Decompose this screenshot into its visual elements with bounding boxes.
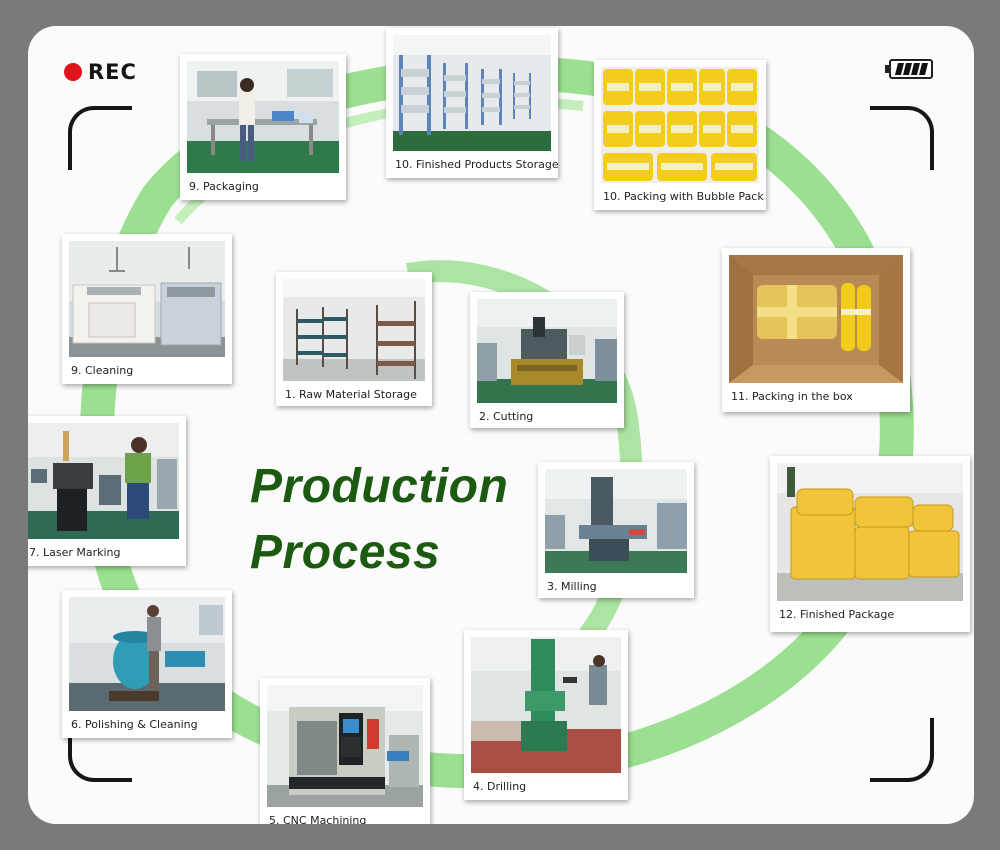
laser-photo [28, 423, 179, 539]
page-title: Production Process [250, 454, 508, 586]
frame: REC Production Process 9. P [28, 26, 974, 824]
photo-card-packaging: 9. Packaging [180, 54, 346, 200]
caption-bubble-pack: 10. Packing with Bubble Pack [603, 190, 764, 203]
caption-storage: 10. Finished Products Storage [395, 158, 559, 171]
storage-photo [393, 35, 551, 151]
rec-label: REC [88, 60, 137, 84]
cleaning-photo [69, 241, 225, 357]
title-line-2: Process [250, 526, 441, 579]
caption-box: 11. Packing in the box [731, 390, 853, 403]
finished-package-photo [777, 463, 963, 601]
battery-icon [885, 59, 933, 79]
caption-polishing: 6. Polishing & Cleaning [71, 718, 198, 731]
recording-indicator: REC [64, 60, 137, 84]
box-photo [729, 255, 903, 383]
frame-corner-bottom-left [68, 718, 132, 782]
record-dot-icon [64, 63, 82, 81]
caption-laser: 7. Laser Marking [29, 546, 121, 559]
photo-card-box: 11. Packing in the box [722, 248, 910, 412]
milling-photo [545, 469, 687, 573]
caption-cleaning: 9. Cleaning [71, 364, 134, 377]
polishing-photo [69, 597, 225, 711]
frame-corner-top-left [68, 106, 132, 170]
photo-card-laser: 7. Laser Marking [28, 416, 186, 566]
photo-card-cnc: 5. CNC Machining [260, 678, 430, 824]
photo-card-storage: 10. Finished Products Storage [386, 28, 559, 178]
caption-packaging: 9. Packaging [189, 180, 259, 193]
bubble-pack-photo [601, 67, 759, 183]
caption-milling: 3. Milling [547, 580, 597, 593]
photo-card-finished: 12. Finished Package [770, 456, 970, 632]
packaging-photo [187, 61, 339, 173]
drilling-photo [471, 637, 621, 773]
caption-finished: 12. Finished Package [779, 608, 895, 621]
raw-material-photo [283, 279, 425, 381]
photo-card-polishing: 6. Polishing & Cleaning [62, 590, 232, 738]
photo-card-bubble-pack: 10. Packing with Bubble Pack [594, 60, 766, 210]
photo-card-cleaning: 9. Cleaning [62, 234, 232, 384]
caption-cutting: 2. Cutting [479, 410, 534, 423]
photo-card-raw-material: 1. Raw Material Storage [276, 272, 432, 406]
cutting-photo [477, 299, 617, 403]
frame-corner-bottom-right [870, 718, 934, 782]
caption-drilling: 4. Drilling [473, 780, 527, 793]
photo-card-cutting: 2. Cutting [470, 292, 624, 428]
title-line-1: Production [250, 460, 509, 513]
photo-card-milling: 3. Milling [538, 462, 694, 598]
caption-cnc: 5. CNC Machining [269, 814, 367, 824]
photo-card-drilling: 4. Drilling [464, 630, 628, 800]
frame-corner-top-right [870, 106, 934, 170]
caption-raw-material: 1. Raw Material Storage [285, 388, 417, 401]
cnc-photo [267, 685, 423, 807]
